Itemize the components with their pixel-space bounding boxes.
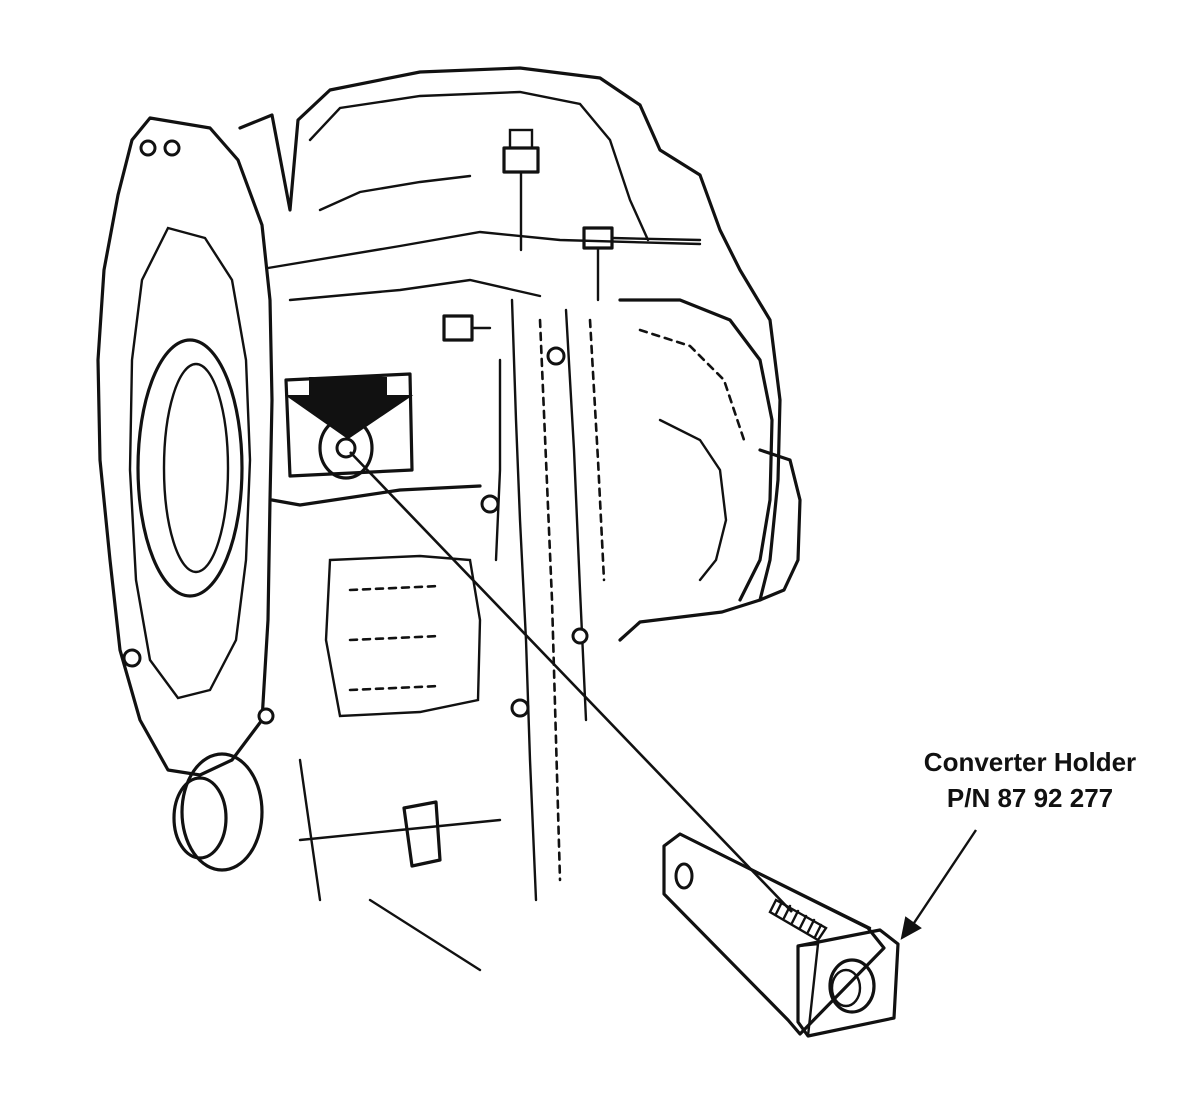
case-hole	[546, 346, 566, 366]
front-bolt	[442, 314, 492, 342]
case-hole	[510, 698, 530, 718]
down-arrow-icon	[284, 377, 414, 440]
bell-housing-outline	[96, 116, 274, 777]
case-top-outline	[238, 66, 782, 642]
top-bolt	[502, 128, 540, 252]
output-stub-outer	[180, 752, 264, 872]
flange-hole	[139, 139, 157, 157]
callout-line-2: P/N 87 92 277	[947, 783, 1113, 813]
rear-housing-inner	[658, 418, 728, 582]
case-hole	[480, 494, 500, 514]
lower-edge	[298, 758, 502, 972]
transmission-housing	[96, 66, 802, 972]
rear-housing	[618, 298, 774, 602]
flange-hole	[122, 648, 142, 668]
case-top-inner	[308, 90, 650, 242]
lower-case-dash	[348, 584, 442, 692]
case-rib	[494, 358, 502, 562]
bell-housing-inner	[128, 226, 252, 700]
converter-bore-outer	[136, 338, 244, 598]
flange-hole	[163, 139, 181, 157]
case-rib	[564, 308, 588, 722]
access-window	[284, 372, 414, 478]
case-rib	[538, 318, 562, 882]
case-ridge-3	[318, 174, 472, 212]
callout-pointer-line	[911, 829, 977, 927]
case-ridge	[266, 230, 702, 270]
lower-boss	[402, 800, 442, 868]
callout-line-1: Converter Holder	[924, 747, 1136, 777]
converter-bore-inner	[162, 362, 230, 574]
callout: Converter Holder P/N 87 92 277	[900, 747, 1136, 940]
flange-hole	[257, 707, 275, 725]
lower-case-outline	[270, 484, 482, 507]
case-rib	[588, 318, 606, 582]
converter-holder-tool	[662, 832, 900, 1038]
installation-leader-line	[349, 451, 793, 913]
output-stub-inner	[172, 776, 228, 860]
case-hole	[571, 627, 589, 645]
lower-case-pan	[324, 554, 482, 718]
case-rib	[510, 298, 538, 902]
rear-housing-dash	[638, 328, 746, 442]
callout-arrowhead	[900, 916, 922, 940]
side-bolt	[582, 226, 702, 302]
case-ridge-2	[288, 278, 542, 302]
rear-end-cover	[758, 448, 802, 602]
tool-thread	[768, 898, 828, 942]
